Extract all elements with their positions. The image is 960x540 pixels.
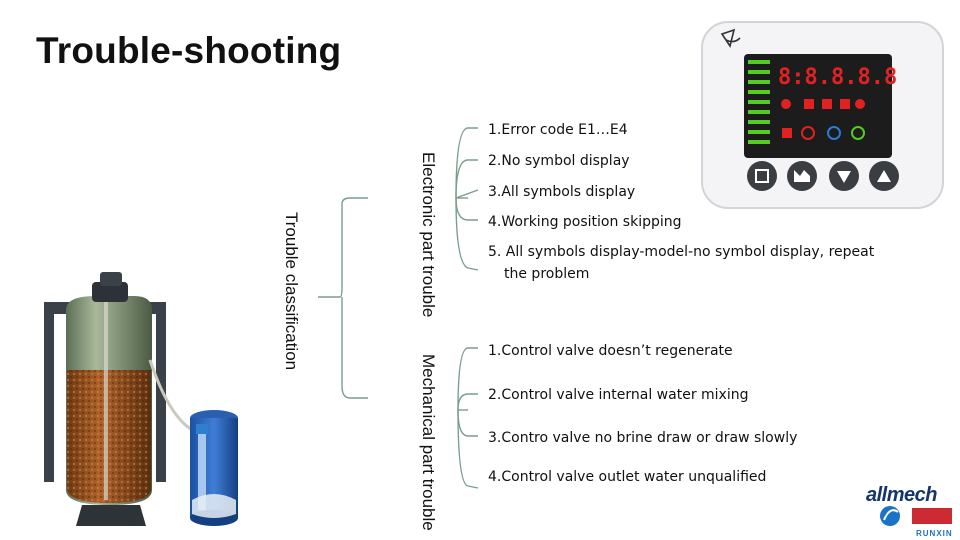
electronic-item-5-cont: the problem (504, 266, 590, 282)
panel-logo-icon (720, 28, 741, 48)
category-electronic: Electronic part trouble (419, 152, 438, 318)
classification-label: Trouble classification (282, 212, 301, 371)
brand-sub: RUNXIN (916, 529, 953, 538)
electronic-item-4: 4.Working position skipping (488, 214, 682, 230)
page-title: Trouble-shooting (36, 30, 342, 71)
mechanical-item-1: 1.Control valve doesn’t regenerate (488, 343, 733, 359)
down-icon[interactable] (829, 161, 859, 191)
menu-icon[interactable] (747, 161, 777, 191)
category-mechanical: Mechanical part trouble (419, 354, 438, 531)
electronic-item-3: 3.All symbols display (488, 184, 636, 200)
brine-tank (190, 410, 238, 526)
mechanical-item-4: 4.Control valve outlet water unqualified (488, 469, 767, 485)
level-bars (748, 60, 770, 144)
status-icons (781, 99, 865, 140)
classification-tree (318, 127, 479, 489)
brand-logo: allmech (866, 484, 937, 506)
softener-tank (66, 272, 152, 526)
display-screen (744, 54, 892, 158)
up-icon[interactable] (869, 161, 899, 191)
electronic-item-2: 2.No symbol display (488, 153, 630, 169)
mechanical-item-3: 3.Contro valve no brine draw or draw slo… (488, 430, 798, 446)
mechanical-item-2: 2.Control valve internal water mixing (488, 387, 749, 403)
segment-display: 8:8.8.8.8 (778, 65, 897, 90)
control-panel: 8:8.8.8.8 (700, 20, 945, 210)
electronic-item-1: 1.Error code E1…E4 (488, 122, 628, 138)
electronic-item-5: 5. All symbols display-model-no symbol d… (488, 244, 875, 260)
regen-icon[interactable] (787, 161, 817, 191)
